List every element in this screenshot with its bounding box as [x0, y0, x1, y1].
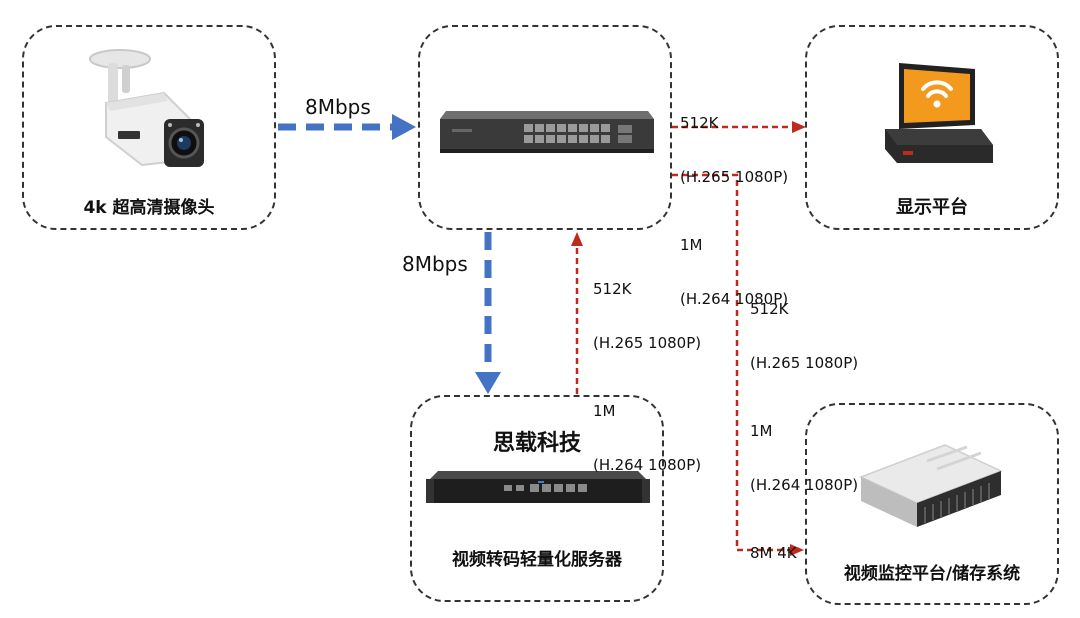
storage-array-icon [859, 444, 1003, 527]
rate-line: 1M [680, 236, 703, 254]
storage-label: 视频监控平台/储存系统 [843, 564, 1021, 584]
transcoder-to-switch-rates: 512K (H.265 1080P) 1M (H.264 1080P) [593, 244, 701, 492]
rack-server-icon [426, 471, 650, 503]
display-label: 显示平台 [896, 197, 968, 218]
switch-to-storage-rates: 512K (H.265 1080P) 1M (H.264 1080P) 8M 4… [750, 264, 858, 580]
camera-label: 4k 超高清摄像头 [83, 198, 215, 218]
camera-icon [89, 49, 204, 167]
switch-to-display-rates: 512K (H.265 1080P) 1M (H.264 1080P) [680, 78, 788, 326]
transcoder-label: 视频转码轻量化服务器 [452, 550, 622, 570]
storage-node: 视频监控平台/储存系统 [805, 403, 1059, 605]
rate-line: 512K [750, 300, 789, 318]
switch-node [418, 25, 672, 230]
camera-node: 4k 超高清摄像头 [22, 25, 276, 230]
rate-line: 512K [593, 280, 632, 298]
switch-to-transcoder-bitrate: 8Mbps [402, 252, 468, 276]
display-node: 显示平台 [805, 25, 1059, 230]
display-monitor-icon [885, 63, 993, 163]
rate-line: (H.265 1080P) [680, 168, 789, 186]
network-switch-icon [440, 111, 654, 153]
camera-to-switch-bitrate: 8Mbps [305, 95, 371, 119]
arrow-switch-to-transcoder [475, 232, 501, 394]
arrow-transcoder-to-switch [571, 232, 583, 394]
rate-line: 1M [750, 422, 773, 440]
transcoder-node: 思载科技 视频转码轻量化服务器 [410, 395, 664, 602]
transcoder-title: 思载科技 [492, 431, 581, 456]
rate-line: 8M 4K [750, 544, 797, 562]
rate-line: (H.265 1080P) [750, 354, 859, 372]
rate-line: (H.264 1080P) [750, 476, 859, 494]
rate-line: (H.264 1080P) [593, 456, 702, 474]
rate-line: 512K [680, 114, 719, 132]
rate-line: (H.264 1080P) [680, 290, 789, 308]
rate-line: 1M [593, 402, 616, 420]
rate-line: (H.265 1080P) [593, 334, 702, 352]
